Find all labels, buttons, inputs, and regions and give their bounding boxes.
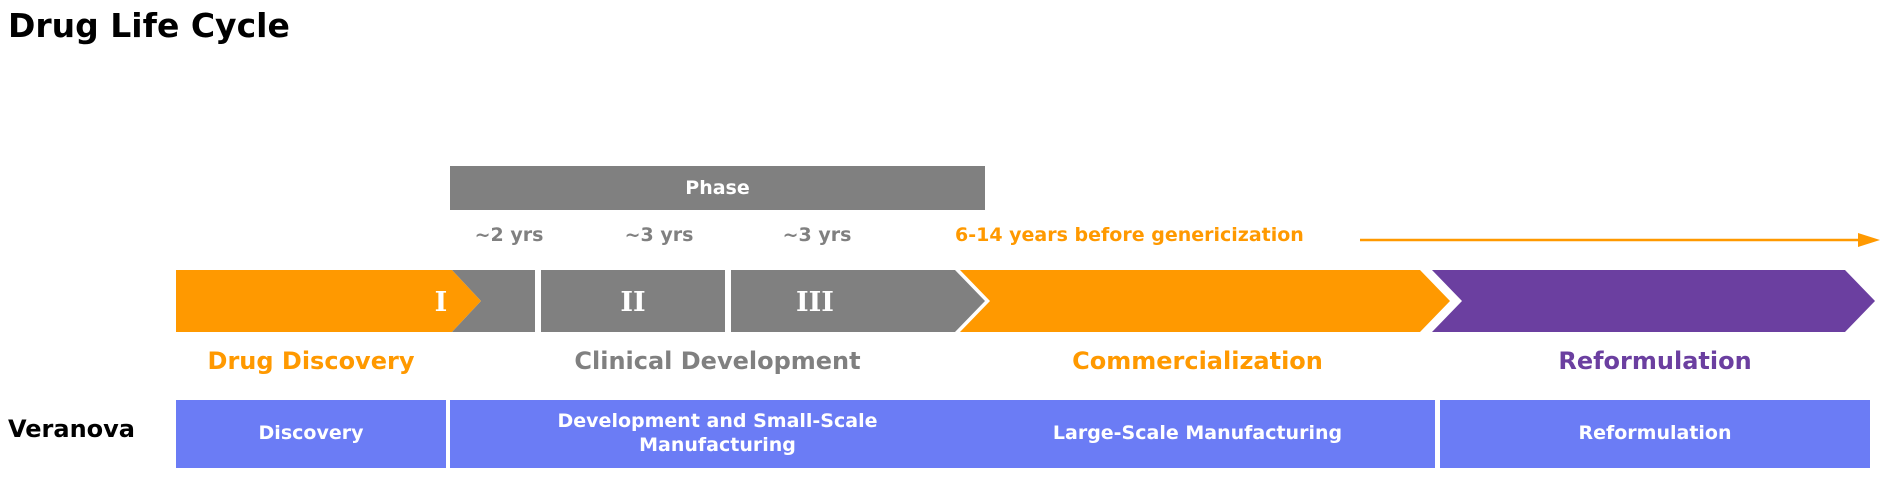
service-box-reformulation[interactable]: Reformulation (1440, 400, 1870, 468)
duration-label-phase-3: ~3 yrs (782, 224, 852, 246)
chevron-label-phase-3: III (796, 287, 834, 318)
chevron-label-phase-1: I (435, 287, 448, 318)
service-box-development-small-scale-manufacturing[interactable]: Development and Small-Scale Manufacturin… (450, 400, 985, 468)
genericization-note: 6-14 years before genericization (955, 224, 1304, 246)
stage-label-commercialization: Commercialization (1072, 347, 1323, 375)
phase-header-label: Phase (685, 177, 750, 199)
stage-label-reformulation: Reformulation (1558, 347, 1752, 375)
chevron-phase-3[interactable] (731, 270, 985, 332)
page-title: Drug Life Cycle (8, 6, 290, 45)
chevron-connector-gray-1 (452, 270, 535, 332)
duration-label-phase-2: ~3 yrs (624, 224, 694, 246)
chevron-commercialization[interactable] (960, 270, 1450, 332)
chevron-reformulation[interactable] (1432, 270, 1875, 332)
veranova-row-label: Veranova (8, 415, 135, 443)
chevron-phase-2[interactable] (541, 270, 725, 332)
phase-header-bar: Phase (450, 166, 985, 210)
duration-label-phase-1: ~2 yrs (474, 224, 544, 246)
stage-label-drug-discovery: Drug Discovery (207, 347, 415, 375)
stage-label-clinical-development: Clinical Development (574, 347, 861, 375)
chevron-label-phase-2: II (620, 287, 645, 318)
genericization-right-arrow-icon (1360, 233, 1880, 247)
lifecycle-chevron-band: I II III (0, 270, 1884, 332)
service-box-discovery[interactable]: Discovery (176, 400, 446, 468)
service-box-large-scale-manufacturing[interactable]: Large-Scale Manufacturing (960, 400, 1435, 468)
chevron-drug-discovery[interactable] (176, 270, 481, 332)
